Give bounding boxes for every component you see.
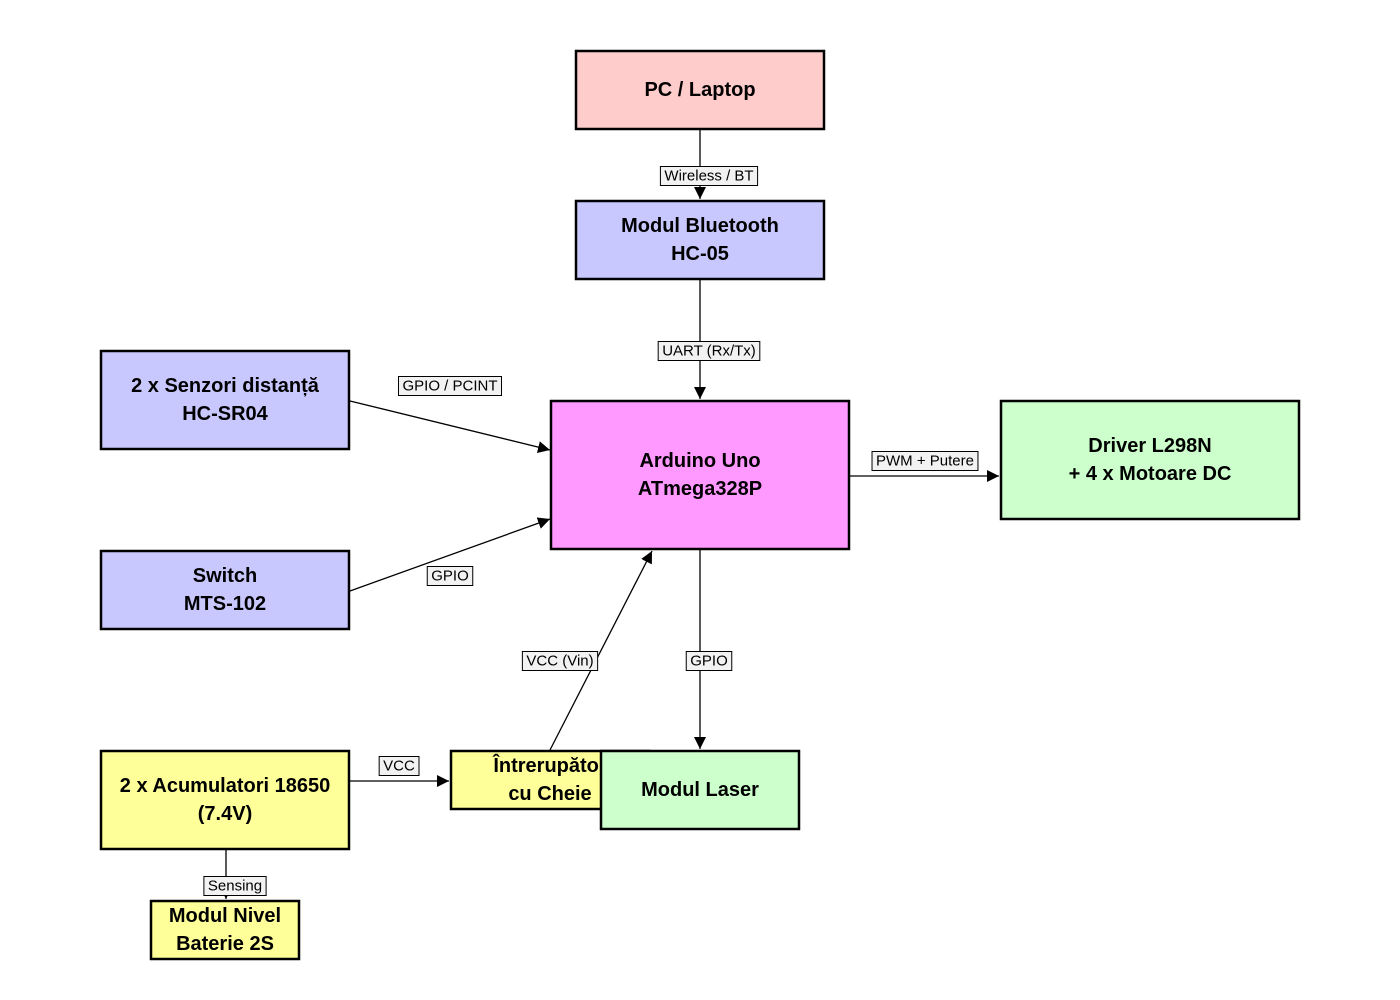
node-driver-label-2: + 4 x Motoare DC — [1069, 463, 1232, 485]
edge-label-text: UART (Rx/Tx) — [662, 343, 756, 360]
node-bluetooth-label-2: HC-05 — [671, 243, 729, 265]
node-batteries-box — [99, 749, 351, 851]
edge-label-text: PWM + Putere — [876, 453, 974, 470]
edge-label-arduino-laser: GPIO — [685, 651, 733, 671]
node-keyswitch-label-2: cu Cheie — [508, 783, 591, 805]
node-sensors-label-1: 2 x Senzori distanță — [131, 375, 320, 397]
node-driver-box — [999, 399, 1301, 521]
node-battlevel-label-2: Baterie 2S — [176, 933, 274, 955]
node-batteries-label-1: 2 x Acumulatori 18650 — [120, 775, 330, 797]
edge-label-arduino-driver: PWM + Putere — [871, 451, 979, 471]
edge-label-bt-arduino: UART (Rx/Tx) — [657, 341, 761, 361]
edge-label-box — [659, 166, 759, 186]
node-pc: PC / Laptop — [574, 49, 826, 131]
node-batteries: 2 x Acumulatori 18650 (7.4V) — [99, 749, 351, 851]
edge-sensors-arduino — [349, 400, 551, 453]
edge-label-box — [685, 651, 733, 671]
labels-layer: Wireless / BT UART (Rx/Tx) GPIO / PCINT GPI… — [203, 166, 979, 896]
node-laser-label-1: Modul Laser — [641, 779, 759, 801]
edge-label-pc-bt: Wireless / BT — [659, 166, 759, 186]
node-bluetooth-box — [574, 199, 826, 281]
node-batteries-label-2: (7.4V) — [198, 803, 252, 825]
edge-label-text: GPIO / PCINT — [402, 378, 497, 395]
edge-label-box — [521, 651, 599, 671]
node-keyswitch-label-1: Întrerupător — [492, 753, 607, 777]
edge-key-arduino — [549, 550, 653, 751]
node-battlevel-box — [149, 899, 301, 961]
node-arduino-label-2: ATmega328P — [638, 478, 762, 500]
node-driver: Driver L298N + 4 x Motoare DC — [999, 399, 1301, 521]
edge-label-text: VCC — [383, 758, 415, 775]
edge-switch-arduino — [349, 517, 551, 592]
edge-label-box — [871, 451, 979, 471]
node-pc-label-1: PC / Laptop — [644, 79, 755, 101]
node-arduino-label-1: Arduino Uno — [639, 450, 760, 472]
edge-label-box — [397, 376, 503, 396]
node-switch-box — [99, 549, 351, 631]
edge-label-box — [378, 756, 420, 776]
edge-label-key-arduino: VCC (Vin) — [521, 651, 599, 671]
node-sensors-box — [99, 349, 351, 451]
edge-label-box — [203, 876, 267, 896]
node-arduino-box — [549, 399, 851, 551]
edge-label-text: GPIO — [690, 653, 728, 670]
node-switch-label-1: Switch — [193, 565, 257, 587]
edge-label-text: VCC (Vin) — [526, 653, 593, 670]
edge-label-text: Wireless / BT — [664, 168, 753, 185]
edge-label-batt-key: VCC — [378, 756, 420, 776]
edge-label-text: GPIO — [431, 568, 469, 585]
node-laser: Modul Laser — [599, 749, 801, 831]
node-pc-box — [574, 49, 826, 131]
edge-label-batt-level: Sensing — [203, 876, 267, 896]
node-battlevel-label-1: Modul Nivel — [169, 905, 281, 927]
edge-label-text: Sensing — [208, 878, 262, 895]
edge-label-box — [657, 341, 761, 361]
edge-label-sensors-arduino: GPIO / PCINT — [397, 376, 503, 396]
node-driver-label-1: Driver L298N — [1088, 435, 1211, 457]
node-bluetooth-label-1: Modul Bluetooth — [621, 215, 779, 237]
node-sensors-label-2: HC-SR04 — [182, 403, 268, 425]
node-laser-box — [599, 749, 801, 831]
node-switch-label-2: MTS-102 — [184, 593, 266, 615]
edge-label-box — [426, 566, 474, 586]
edges-layer — [220, 130, 999, 899]
edge-label-switch-arduino: GPIO — [426, 566, 474, 586]
